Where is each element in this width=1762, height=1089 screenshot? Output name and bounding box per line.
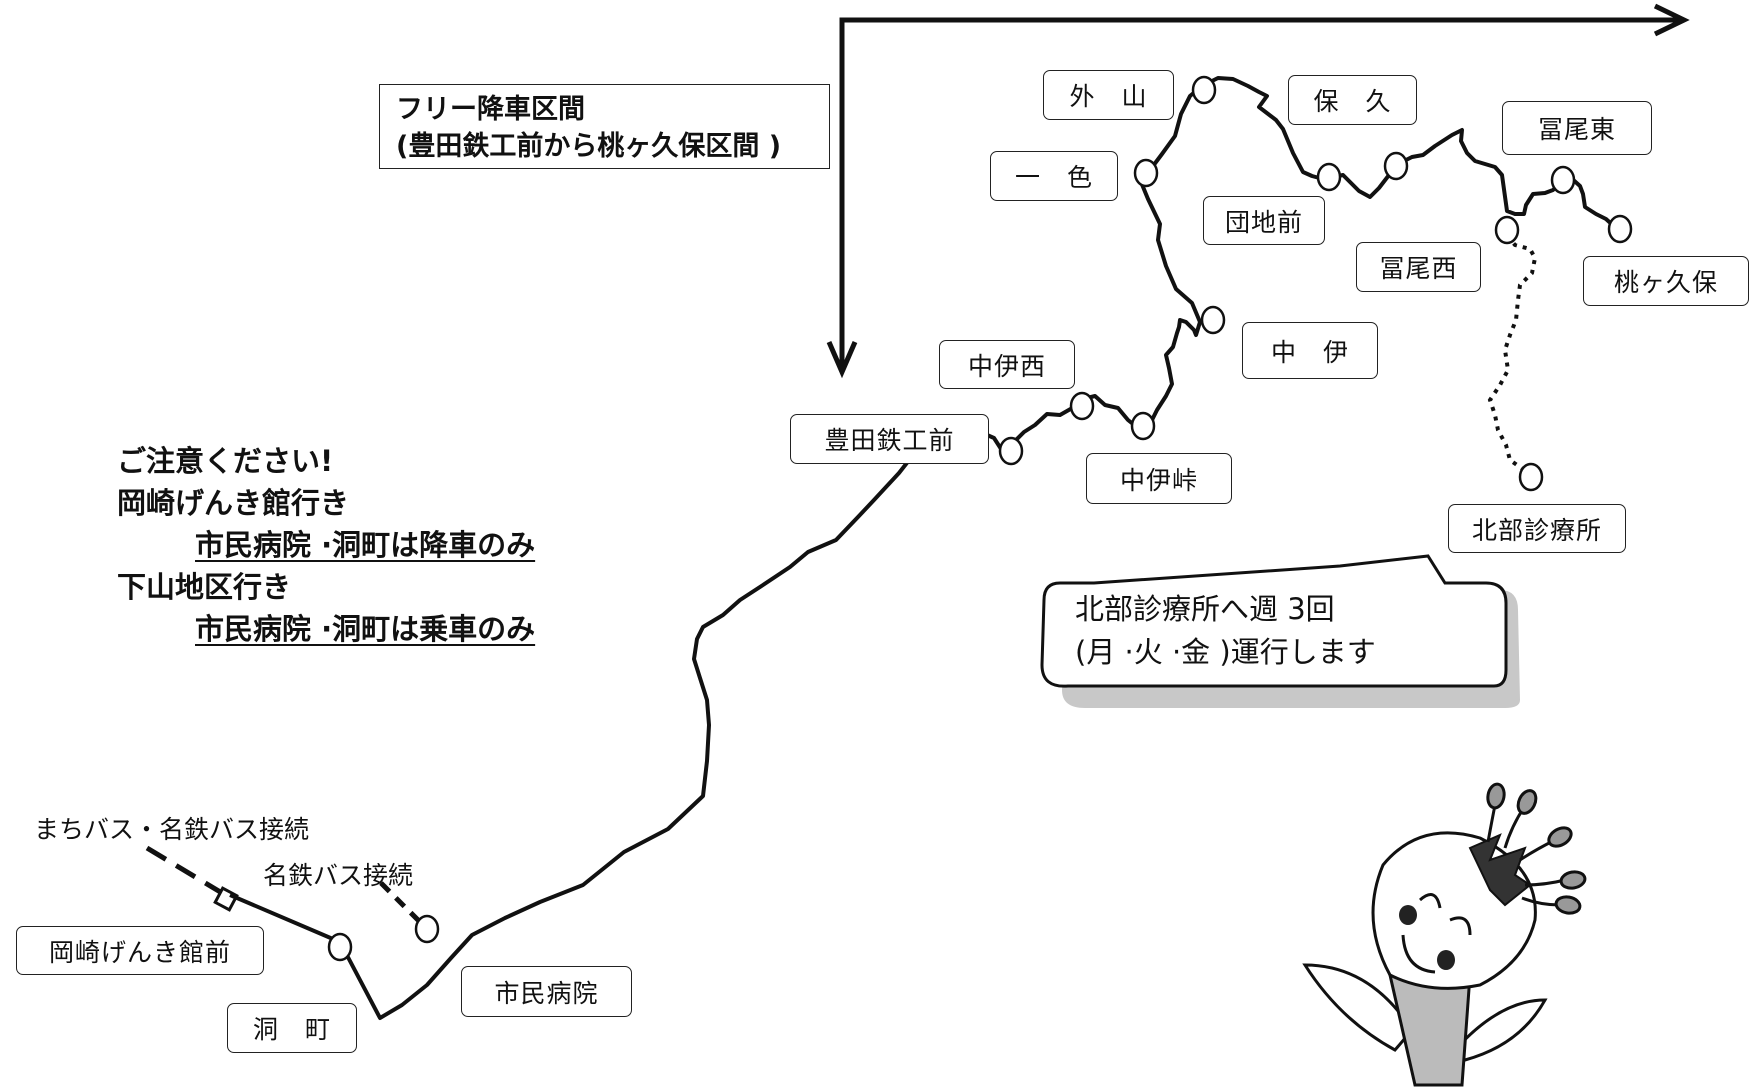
mascot-crown [1468,833,1532,907]
mascot-brow [1419,893,1442,909]
mascot-eye [1399,905,1417,925]
mascot-stem [1388,973,1472,1087]
stop-circle-icon[interactable] [327,932,353,962]
notice-route-okazaki-note: 市民病院 ·洞町は降車のみ [195,528,536,562]
stop-label-momogakubo[interactable]: 桃ヶ久保 [1583,256,1749,306]
stop-circle-icon[interactable] [1607,214,1633,244]
stop-label-toyota-tekko[interactable]: 豊田鉄工前 [790,414,989,464]
stop-circle-icon[interactable] [1494,215,1520,245]
bubble-line-1: 北部診療所へ週 3回 [1075,592,1335,626]
bubble-text: 北部診療所へ週 3回 (月 ·火 ·金 )運行します [1075,588,1376,674]
stop-circle-icon[interactable] [1191,75,1217,105]
bubble-outline [1040,554,1508,688]
connection-note-meitetsu: 名鉄バス接続 [263,861,414,890]
connection-line-machi [145,845,224,896]
mascot-leaf-right [1452,998,1548,1062]
free-section-range: (豊田鉄工前から桃ヶ久保区間 ) [396,131,782,162]
stop-circle-icon[interactable] [1518,462,1544,492]
connection-note-machi: まちバス・名鉄バス接続 [34,815,310,844]
stop-label-shimin-byoin[interactable]: 市民病院 [461,966,632,1017]
stop-label-tomio-nishi[interactable]: 冨尾西 [1356,242,1481,292]
notice-route-shimoyama-note: 市民病院 ·洞町は乗車のみ [195,612,536,646]
free-section-title: フリー降車区間 [396,94,585,125]
stop-label-tomio-higashi[interactable]: 冨尾東 [1502,101,1652,155]
stop-circle-icon[interactable] [1200,305,1226,335]
stop-markers [327,75,1633,962]
stop-label-hokubu-shinryojo[interactable]: 北部診療所 [1448,504,1626,553]
stop-label-nakai[interactable]: 中 伊 [1242,322,1378,379]
main-route-line [229,76,1619,1020]
caution-notice: ご注意ください! 岡崎げんき館行き 市民病院 ·洞町は降車のみ 下山地区行き 市… [117,440,535,650]
hokubu-spur-line [1487,234,1538,472]
stop-circle-icon[interactable] [1069,391,1095,421]
arrow-down-icon [826,341,858,379]
stop-circle-icon[interactable] [1130,411,1156,441]
stop-label-toyama[interactable]: 外 山 [1043,70,1174,120]
stop-label-okazaki-genki[interactable]: 岡崎げんき館前 [16,926,264,975]
stop-circle-icon[interactable] [1133,158,1159,188]
mascot-brow [1449,916,1472,936]
mascot-leaf-left [1302,963,1414,1052]
stop-label-nakai-toge[interactable]: 中伊峠 [1086,453,1232,504]
connection-line-meitetsu [379,881,424,926]
stop-label-danchi-mae[interactable]: 団地前 [1203,196,1325,245]
notice-title: ご注意ください! [117,444,334,478]
stop-circle-icon[interactable] [414,914,440,944]
notice-bubble [1040,554,1520,708]
notice-route-okazaki: 岡崎げんき館行き [117,486,350,520]
stop-label-horamachi[interactable]: 洞 町 [227,1003,357,1053]
stop-circle-icon[interactable] [1316,162,1342,192]
stop-label-nakai-nishi[interactable]: 中伊西 [939,340,1075,389]
stop-circle-icon[interactable] [1550,165,1576,195]
free-section-box: フリー降車区間 (豊田鉄工前から桃ヶ久保区間 ) [379,84,830,169]
bubble-line-2: (月 ·火 ·金 )運行します [1075,635,1376,669]
free-section-arrow [826,3,1690,379]
stop-circle-icon[interactable] [998,436,1024,466]
mascot-antennae [1486,782,1587,915]
notice-route-shimoyama: 下山地区行き [117,570,292,604]
mascot-icon [1302,782,1587,1087]
stop-label-hoku[interactable]: 保 久 [1288,75,1417,125]
arrow-right-icon [839,17,1680,372]
mascot-smile [1401,934,1436,974]
stop-label-isshiki[interactable]: 一 色 [990,151,1118,201]
mascot-eye [1437,950,1455,970]
stop-circle-icon[interactable] [1383,151,1409,181]
arrow-right-head [1653,3,1690,37]
